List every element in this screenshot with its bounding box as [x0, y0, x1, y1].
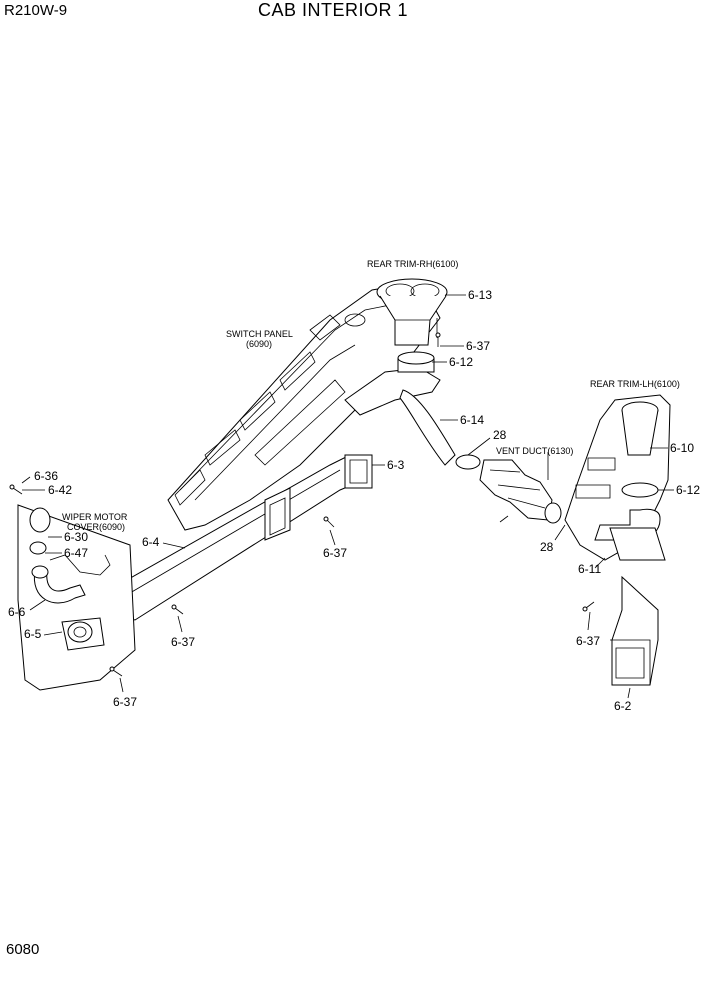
leader-lines: [21, 294, 674, 699]
callout-6-6: 6-6: [8, 605, 26, 619]
page-number: 6080: [6, 941, 40, 958]
rear-trim-rh-label: REAR TRIM-RH(6100): [367, 259, 458, 269]
callout-6-47: 6-47: [64, 546, 88, 560]
callout-6-37: 6-37: [323, 546, 347, 560]
callout-6-37: 6-37: [576, 634, 600, 648]
callout-6-30: 6-30: [64, 530, 88, 544]
page-title: CAB INTERIOR 1: [258, 0, 409, 20]
callout-6-37: 6-37: [466, 339, 490, 353]
switch-panel-trim: [167, 284, 441, 531]
callout-6-10: 6-10: [670, 441, 694, 455]
callout-6-5: 6-5: [24, 627, 42, 641]
callout-6-12: 6-12: [449, 355, 473, 369]
callout-28: 28: [540, 540, 554, 554]
switch-panel-label: SWITCH PANEL: [226, 329, 293, 339]
duct-6-2: [610, 575, 659, 686]
callout-28: 28: [493, 428, 507, 442]
callout-6-37: 6-37: [171, 635, 195, 649]
wiper-motor-cover: [17, 504, 136, 691]
vent-duct-label: VENT DUCT(6130): [496, 446, 573, 456]
wiper-motor-ref: COVER(6090): [67, 522, 125, 532]
model-code: R210W-9: [4, 2, 68, 19]
callout-6-14: 6-14: [460, 413, 484, 427]
callout-6-37: 6-37: [113, 695, 137, 709]
rear-trim-lh-label: REAR TRIM-LH(6100): [590, 379, 680, 389]
wiper-motor-label: WIPER MOTOR: [62, 512, 128, 522]
callout-6-4: 6-4: [142, 535, 160, 549]
callout-6-12: 6-12: [676, 483, 700, 497]
callout-6-2: 6-2: [614, 699, 632, 713]
screws: [9, 332, 595, 677]
callout-6-13: 6-13: [468, 288, 492, 302]
switch-panel-ref: (6090): [246, 339, 272, 349]
callout-6-3: 6-3: [387, 458, 405, 472]
rear-trim-lh: [564, 394, 671, 561]
callout-6-42: 6-42: [48, 483, 72, 497]
rear-trim-rh-vent: [376, 278, 481, 470]
callout-6-36: 6-36: [34, 469, 58, 483]
callout-6-11: 6-11: [578, 562, 601, 576]
